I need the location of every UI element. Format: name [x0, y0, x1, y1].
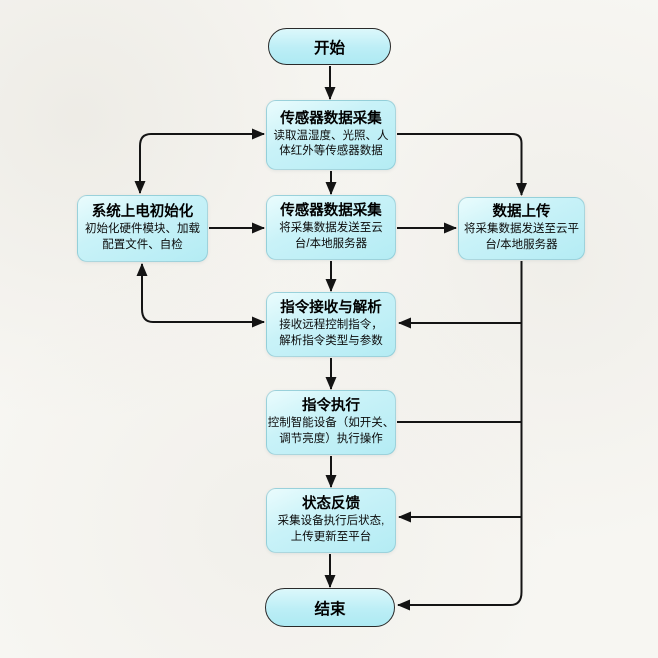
- node-init: 系统上电初始化 初始化硬件模块、加载 配置文件、自检: [77, 195, 208, 262]
- node-sensor-read-line2: 体红外等传感器数据: [279, 145, 383, 158]
- node-cmd-parse-line1: 接收远程控制指令，: [279, 319, 383, 332]
- node-status-feedback-title: 状态反馈: [302, 496, 360, 513]
- node-upload: 数据上传 将采集数据发送至云平 台/本地服务器: [458, 197, 585, 260]
- node-status-feedback-line1: 采集设备执行后状态,: [277, 515, 385, 528]
- node-sensor-read-line1: 读取温湿度、光照、人: [273, 129, 389, 142]
- node-end: 结束: [265, 588, 395, 627]
- node-upload-line1: 将采集数据发送至云平: [464, 223, 579, 236]
- node-init-line2: 配置文件、自检: [102, 238, 183, 251]
- node-sensor-send-title: 传感器数据采集: [280, 203, 382, 220]
- node-status-feedback-line2: 上传更新至平台: [290, 530, 372, 543]
- node-cmd-exec-line1: 控制智能设备（如开关、: [267, 417, 395, 430]
- node-upload-line2: 台/本地服务器: [485, 238, 558, 251]
- edge-sensor-read-to-upload: [397, 133, 527, 196]
- node-status-feedback: 状态反馈 采集设备执行后状态, 上传更新至平台: [266, 488, 396, 553]
- node-cmd-exec-title: 指令执行: [302, 398, 360, 415]
- node-end-label: 结束: [314, 600, 346, 618]
- node-init-line1: 初始化硬件模块、加载: [85, 223, 200, 236]
- node-upload-title: 数据上传: [492, 204, 551, 221]
- node-start-label: 开始: [313, 39, 345, 57]
- edge-upload-rail-to-end: [397, 261, 523, 611]
- node-sensor-send-line1: 将采集数据发送至云: [279, 222, 383, 235]
- edge-init-sensor-read-loop: [134, 128, 265, 194]
- node-sensor-read: 传感器数据采集 读取温湿度、光照、人 体红外等传感器数据: [266, 100, 396, 170]
- node-cmd-parse-title: 指令接收与解析: [280, 300, 382, 317]
- node-init-title: 系统上电初始化: [91, 204, 194, 221]
- edge-init-cmd-parse-loop: [136, 263, 265, 328]
- node-start: 开始: [268, 28, 391, 65]
- node-cmd-exec: 指令执行 控制智能设备（如开关、 调节亮度）执行操作: [266, 390, 396, 455]
- node-sensor-send-line2: 台/本地服务器: [294, 237, 368, 250]
- node-sensor-send: 传感器数据采集 将采集数据发送至云 台/本地服务器: [266, 195, 396, 260]
- node-cmd-parse: 指令接收与解析 接收远程控制指令， 解析指令类型与参数: [266, 292, 396, 357]
- node-cmd-parse-line2: 解析指令类型与参数: [279, 334, 383, 347]
- node-sensor-read-title: 传感器数据采集: [280, 110, 382, 127]
- node-cmd-exec-line2: 调节亮度）执行操作: [279, 432, 383, 445]
